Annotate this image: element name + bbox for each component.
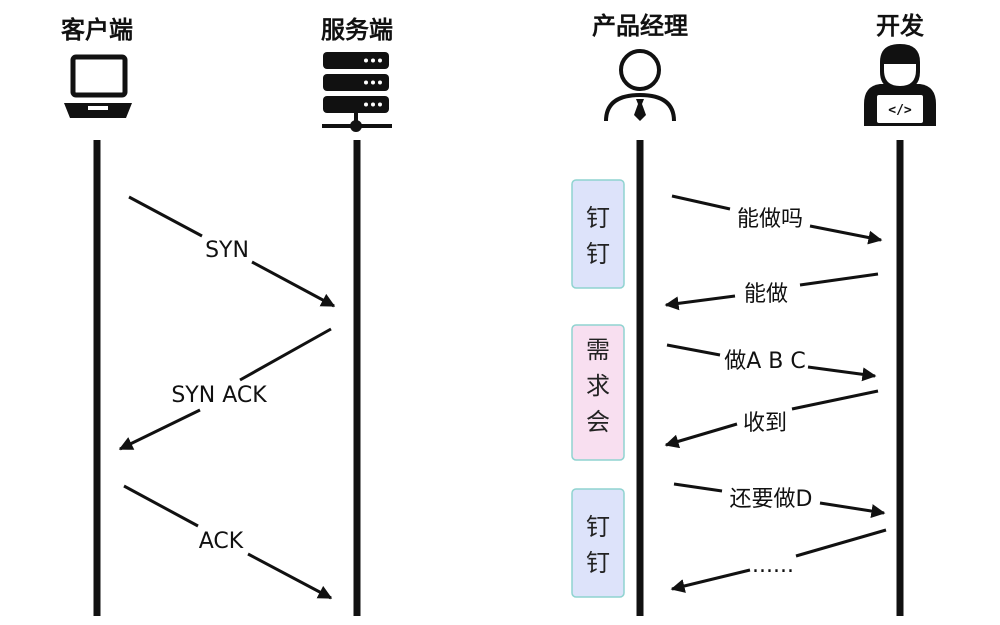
box-label: 钉钉 — [586, 204, 610, 268]
message-syn: SYN — [128, 195, 336, 308]
box-label: 需求会 — [586, 336, 610, 436]
message-label: 还要做D — [730, 487, 813, 512]
message-label: ...... — [752, 553, 794, 578]
message-label: 收到 — [743, 411, 787, 436]
message-received: 收到 — [664, 389, 879, 449]
box-label: 钉钉 — [586, 513, 610, 577]
message-can-do-question: 能做吗 — [671, 194, 883, 245]
actor-title-pm: 产品经理 — [592, 12, 688, 40]
message-syn-ack: SYN ACK — [118, 327, 332, 451]
server-icon — [322, 52, 392, 132]
message-can-do: 能做 — [664, 272, 879, 311]
person-tie-icon — [604, 49, 676, 122]
message-label: ACK — [199, 529, 244, 554]
message-do-abc: 做A B C — [666, 343, 877, 382]
message-also-do-d: 还要做D — [673, 482, 886, 518]
message-label: 能做吗 — [737, 207, 803, 232]
actor-title-server: 服务端 — [321, 16, 393, 44]
actor-title-client: 客户端 — [61, 16, 133, 44]
message-label: 能做 — [744, 282, 788, 307]
message-ellipsis: ...... — [670, 528, 887, 593]
actor-title-dev: 开发 — [876, 12, 924, 40]
developer-laptop-icon: </> — [864, 44, 936, 126]
laptop-icon — [64, 54, 132, 118]
svg-text:</>: </> — [888, 103, 912, 118]
message-label: 做A B C — [724, 349, 806, 374]
message-ack: ACK — [123, 484, 333, 600]
message-label: SYN ACK — [171, 383, 267, 408]
channel-box-dingding-1: 钉钉 — [571, 179, 625, 289]
channel-box-dingding-2: 钉钉 — [571, 488, 625, 598]
channel-box-meeting: 需求会 — [571, 324, 625, 461]
message-label: SYN — [205, 238, 249, 263]
